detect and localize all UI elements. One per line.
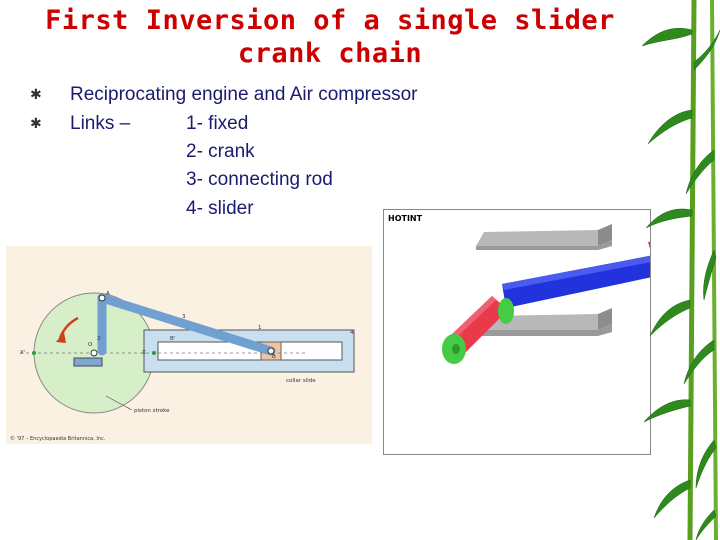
bamboo-leaf xyxy=(695,439,717,489)
point-x-prime xyxy=(32,351,36,355)
connecting-rod-highlight xyxy=(502,252,672,290)
lower-guide-edge xyxy=(476,324,612,336)
bamboo-leaf xyxy=(641,28,693,47)
slider-crank-3d-render xyxy=(442,224,686,364)
label-x: X xyxy=(142,350,146,356)
upper-guide-edge xyxy=(476,240,612,250)
bamboo-leaf xyxy=(683,339,715,385)
caption-slider: collar slide xyxy=(286,378,316,384)
upper-guide-side xyxy=(598,224,612,246)
link-item: 1- fixed xyxy=(186,113,249,134)
bamboo-leaf xyxy=(643,399,691,423)
caption-circle: piston stroke xyxy=(134,408,170,414)
bamboo-leaf xyxy=(695,509,717,540)
bamboo-leaf xyxy=(653,479,691,519)
slide-title: First Inversion of a single slider crank… xyxy=(45,5,615,69)
animation-panel: HOTINT xyxy=(383,209,686,455)
crank-axle xyxy=(452,344,460,354)
link-item: 3- connecting rod xyxy=(186,169,333,190)
label-two: 2 xyxy=(97,336,101,342)
crank-base xyxy=(73,357,103,367)
bamboo-leaf xyxy=(685,149,715,195)
bamboo-leaf xyxy=(645,208,693,229)
bullet-icon: ✱ xyxy=(30,86,42,102)
bamboo-stem xyxy=(710,0,718,540)
bullet-icon: ✱ xyxy=(30,115,42,131)
pivot-b xyxy=(267,347,275,355)
connecting-rod-link xyxy=(97,293,276,356)
label-a: A xyxy=(106,291,110,297)
bamboo-leaf xyxy=(647,109,693,145)
lower-guide-side xyxy=(598,308,612,330)
label-four: 4 xyxy=(350,330,354,336)
label-b-prime: B' xyxy=(170,336,175,342)
animation-label: HOTINT xyxy=(388,214,423,223)
pivot-o xyxy=(90,349,98,357)
label-one: 1 xyxy=(258,325,262,331)
point-x xyxy=(152,351,156,355)
bullet-links: Links – xyxy=(70,113,131,134)
slider-crank-diagram: X' A O 2 3 X B' 1 B 4 collar slide pisto… xyxy=(6,246,372,444)
label-o: O xyxy=(88,342,93,348)
crank-3d xyxy=(450,296,508,354)
bamboo-leaf xyxy=(649,299,691,337)
circle-leader-line xyxy=(105,395,133,411)
rotation-arrowhead xyxy=(56,332,66,343)
bamboo-leaf xyxy=(703,249,717,301)
label-x-prime: X' xyxy=(20,350,25,356)
upper-guide-face xyxy=(476,230,598,246)
bullet-applications: Reciprocating engine and Air compressor xyxy=(70,84,418,105)
crank-highlight xyxy=(450,296,496,340)
connecting-rod-3d xyxy=(502,252,676,308)
label-three: 3 xyxy=(182,314,186,320)
copyright-caption: © '97 – Encyclopaedia Britannica, Inc. xyxy=(10,435,106,442)
pivot-a xyxy=(98,294,106,302)
bamboo-leaf xyxy=(693,29,720,71)
label-b: B xyxy=(272,354,276,360)
crank-pin xyxy=(498,298,514,324)
link-item: 2- crank xyxy=(186,141,255,162)
link-item: 4- slider xyxy=(186,198,254,219)
bamboo-stem xyxy=(687,0,697,540)
bamboo-decoration xyxy=(641,0,720,540)
